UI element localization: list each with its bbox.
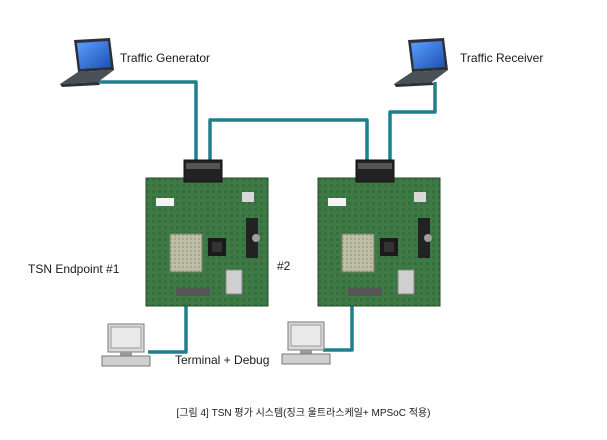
tsn-board-2 [317,159,441,307]
network-cables [90,80,437,354]
tsn-board-1 [145,159,269,307]
fpga-heatsink [341,233,375,273]
cable-endpoint-1-to-endpoint-2 [208,118,369,160]
terminal-debug-label: Terminal + Debug [175,353,270,367]
laptop-icon-traffic-generator [60,38,114,87]
cable-receiver-to-endpoint-2 [388,82,437,160]
cable-terminal-to-endpoint-2 [323,293,354,352]
figure-caption: [그림 4] TSN 평가 시스템(징크 울트라스케일+ MPSoC 적용) [176,408,431,419]
traffic-receiver-label: Traffic Receiver [460,51,544,65]
cable-generator-to-endpoint-1 [90,80,198,160]
computer-icon-terminal-1 [101,323,151,367]
fpga-heatsink [169,233,203,273]
endpoint-2-label: #2 [277,259,291,273]
computer-icon-terminal-2 [281,321,331,365]
endpoint-1-label: TSN Endpoint #1 [28,262,120,276]
cable-terminal-to-endpoint-1 [148,295,188,354]
laptop-icon-traffic-receiver [394,38,448,87]
traffic-generator-label: Traffic Generator [120,51,211,65]
